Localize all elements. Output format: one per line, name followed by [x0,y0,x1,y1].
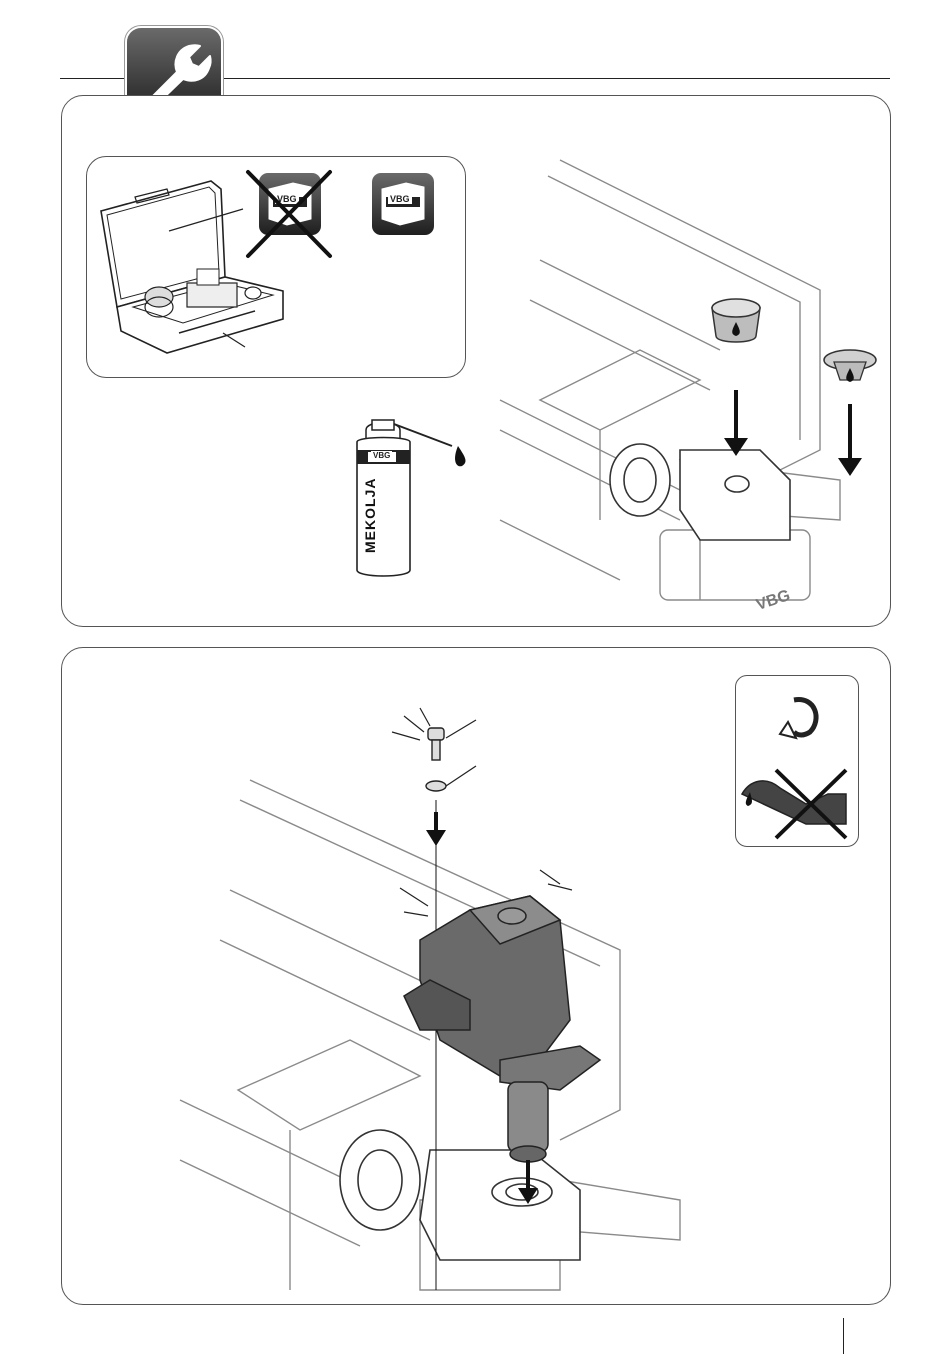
page-number-rule [843,1318,844,1354]
